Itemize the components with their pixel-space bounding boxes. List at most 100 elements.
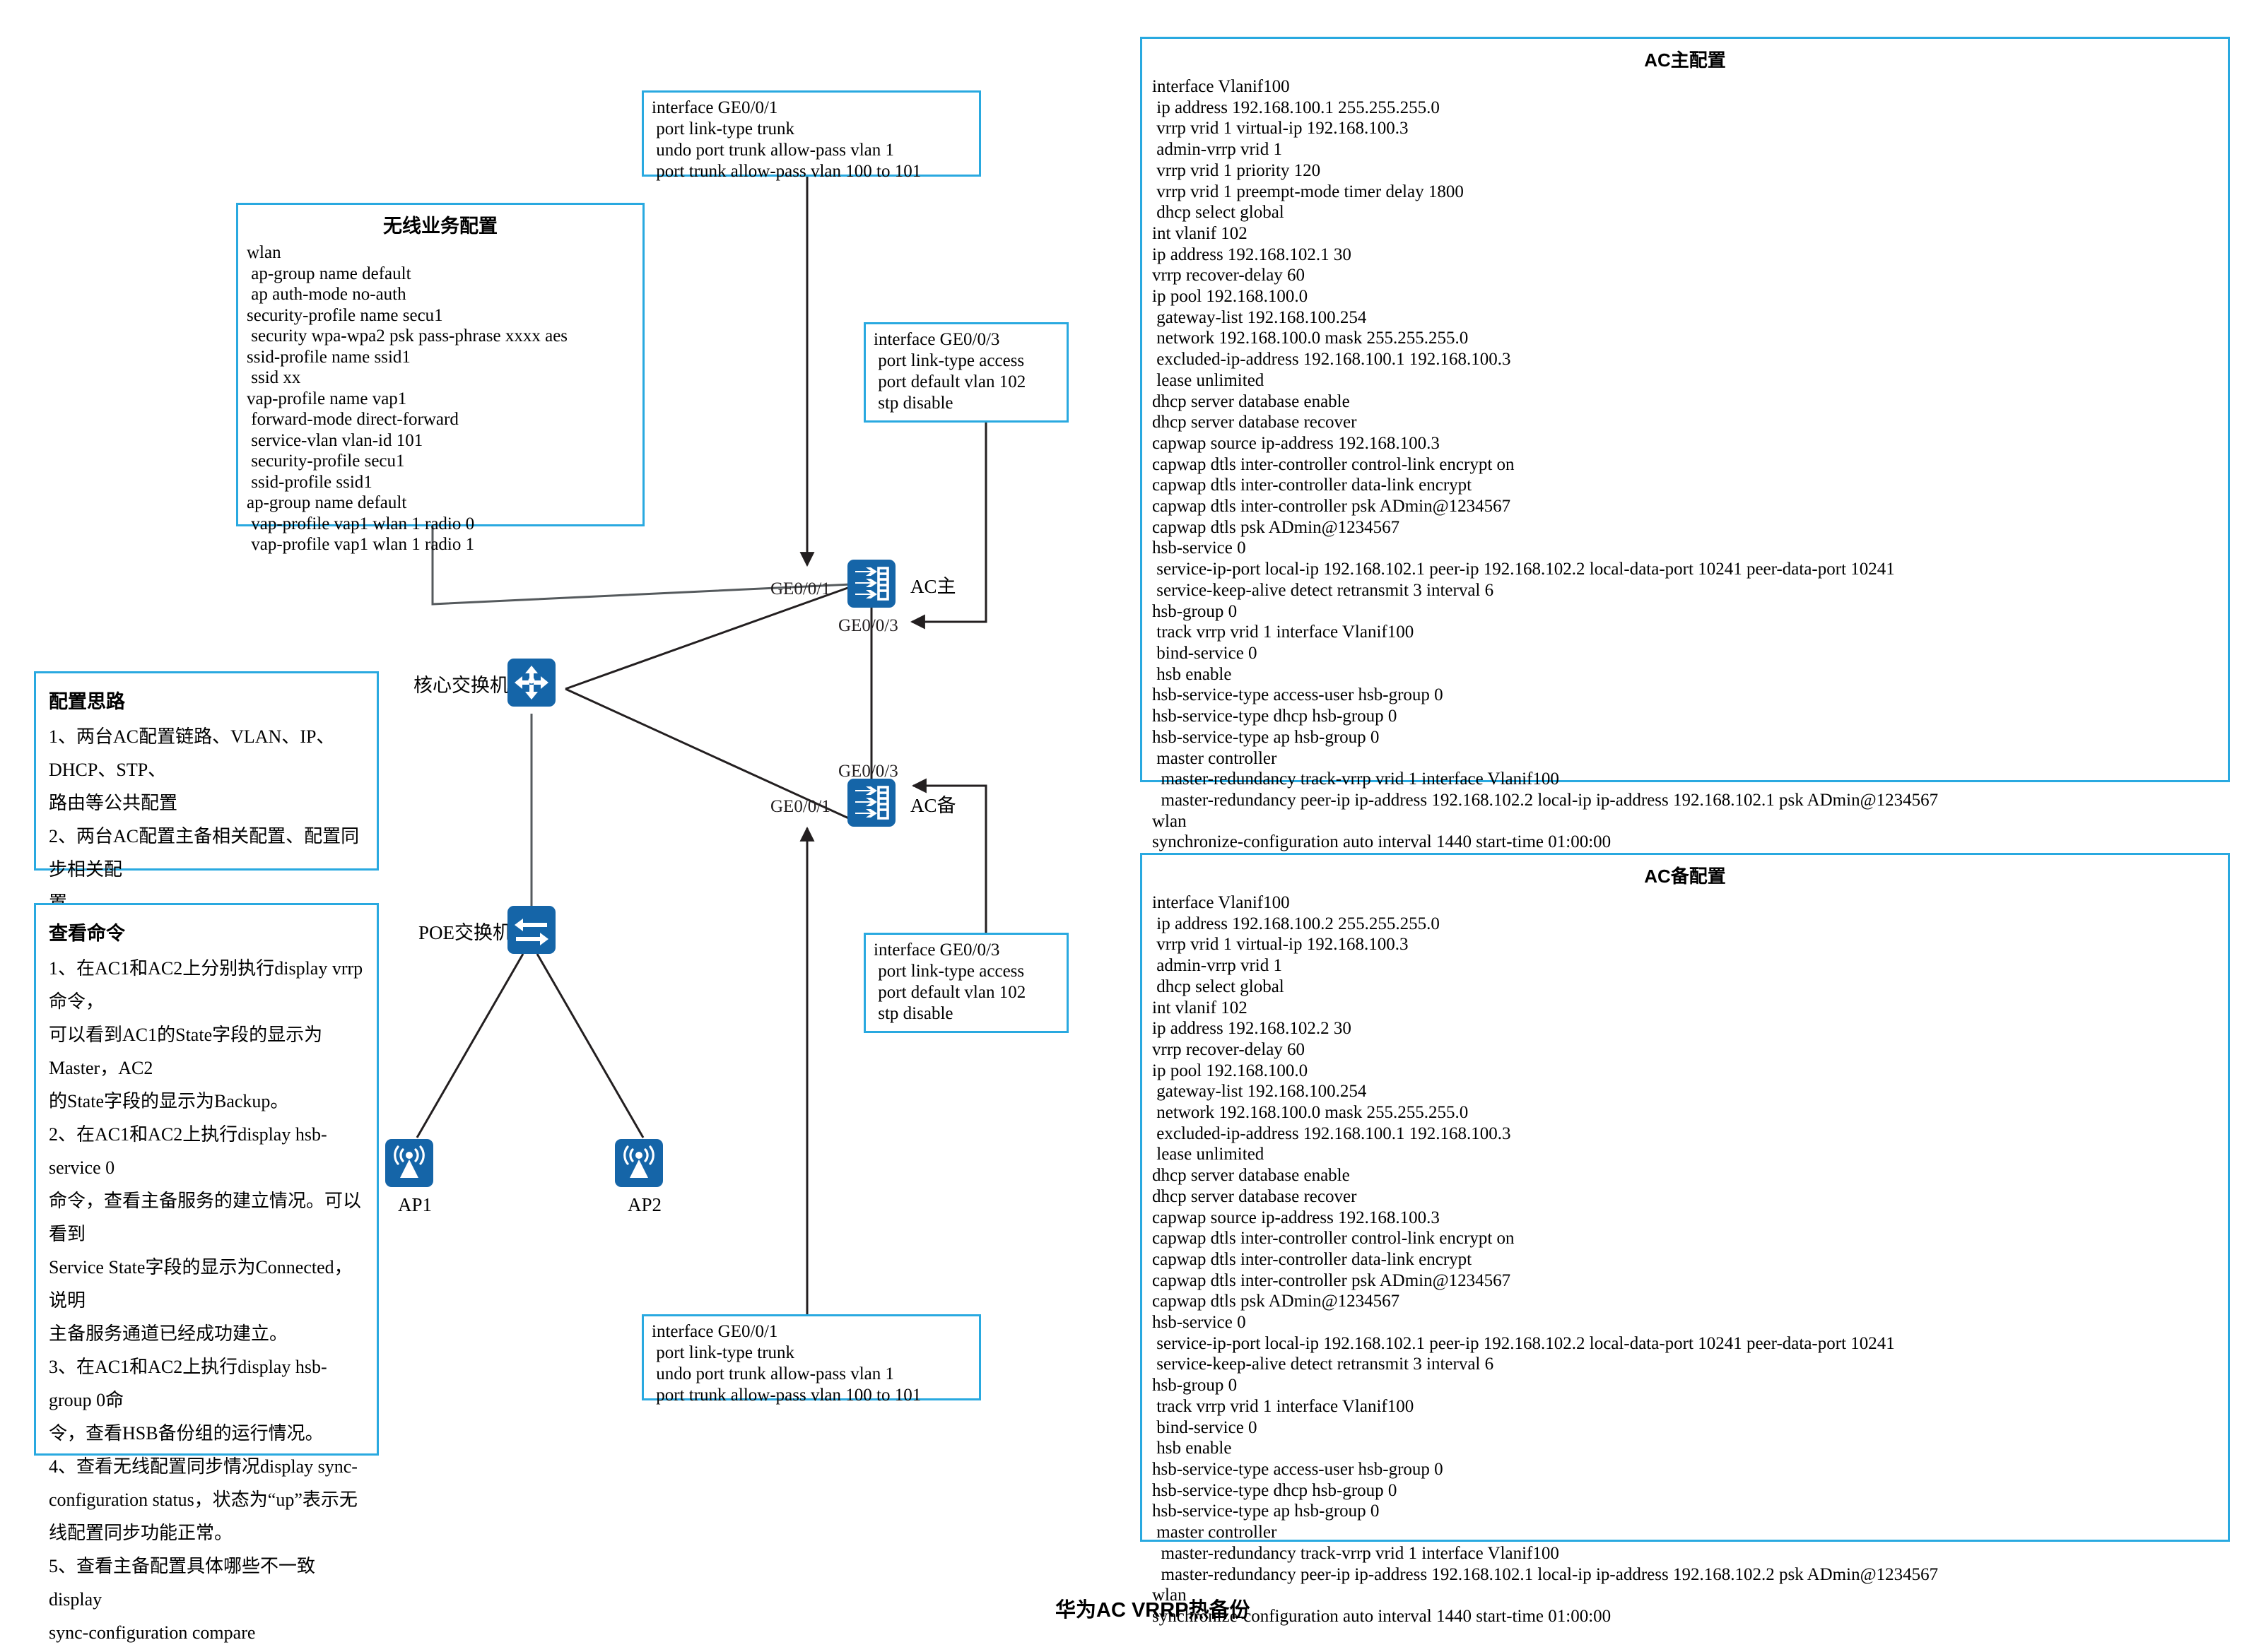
- access-point-icon: [385, 1139, 433, 1187]
- config-line: forward-mode direct-forward: [247, 410, 459, 429]
- config-line: dhcp server database recover: [1152, 413, 1357, 432]
- note-line: 主备服务通道已经成功建立。: [49, 1323, 288, 1344]
- config-line: service-vlan vlan-id 101: [247, 430, 423, 450]
- device-poe-switch[interactable]: [507, 906, 556, 957]
- view-commands-panel: 查看命令 1、在AC1和AC2上分别执行display vrrp命令， 可以看到A…: [34, 903, 379, 1643]
- ac-master-config-title: AC主配置: [1644, 49, 1726, 71]
- wlan-service-config-title: 无线业务配置: [383, 216, 498, 237]
- config-line: capwap source ip-address 192.168.100.3: [1152, 433, 1440, 453]
- config-line: port trunk allow-pass vlan 100 to 101: [652, 1386, 922, 1405]
- config-line: stp disable: [874, 1004, 953, 1023]
- config-line: dhcp server database enable: [1152, 1166, 1350, 1186]
- config-line: excluded-ip-address 192.168.100.1 192.16…: [1152, 1123, 1511, 1143]
- diagram-footer-title: 华为AC VRRP热备份: [1055, 1599, 1250, 1622]
- config-line: hsb-service-type access-user hsb-group 0: [1152, 685, 1443, 705]
- note-line: 路由等公共配置: [49, 793, 178, 813]
- config-line: interface GE0/0/1: [652, 1322, 778, 1341]
- config-line: capwap dtls psk ADmin@1234567: [1152, 517, 1400, 537]
- config-line: ip pool 192.168.100.0: [1152, 1061, 1308, 1080]
- config-approach-title: 配置思路: [49, 691, 125, 712]
- config-line: hsb-service-type access-user hsb-group 0: [1152, 1459, 1443, 1479]
- device-ap2[interactable]: [615, 1139, 663, 1191]
- config-line: interface GE0/0/3: [874, 940, 1000, 960]
- config-line: interface GE0/0/1: [652, 98, 778, 117]
- config-line: service-keep-alive detect retransmit 3 i…: [1152, 580, 1494, 600]
- device-ac-master-label: AC主: [910, 576, 956, 597]
- config-line: ssid-profile ssid1: [247, 472, 372, 492]
- config-line: network 192.168.100.0 mask 255.255.255.0: [1152, 329, 1469, 348]
- view-commands-title: 查看命令: [49, 923, 125, 944]
- config-line: track vrrp vrid 1 interface Vlanif100: [1152, 623, 1414, 642]
- config-line: vrrp recover-delay 60: [1152, 1039, 1305, 1059]
- ac-backup-config-panel: AC备配置 interface Vlanif100 ip address 192…: [1140, 853, 2230, 1626]
- note-line: 可以看到AC1的State字段的显示为Master，AC2: [49, 1025, 323, 1078]
- config-line: ap-group name default: [247, 264, 411, 283]
- config-line: capwap dtls inter-controller psk ADmin@1…: [1152, 497, 1511, 517]
- config-line: network 192.168.100.0 mask 255.255.255.0: [1152, 1103, 1469, 1123]
- config-line: ip address 192.168.102.2 30: [1152, 1019, 1351, 1039]
- config-line: capwap dtls inter-controller data-link e…: [1152, 476, 1472, 495]
- device-ap1[interactable]: [385, 1139, 433, 1191]
- config-line: admin-vrrp vrid 1: [1152, 956, 1282, 976]
- config-line: ip address 192.168.100.1 255.255.255.0: [1152, 98, 1440, 117]
- device-ac-backup[interactable]: [847, 779, 896, 830]
- device-ap2-label: AP2: [628, 1194, 662, 1215]
- config-line: hsb-group 0: [1152, 1376, 1238, 1396]
- config-line: master-redundancy track-vrrp vrid 1 inte…: [1152, 1543, 1559, 1563]
- note-line: 1、在AC1和AC2上分别执行display vrrp命令，: [49, 958, 363, 1012]
- note-line: 2、在AC1和AC2上执行display hsb-service 0: [49, 1124, 327, 1178]
- wlan-service-config-panel: 无线业务配置 wlan ap-group name default ap aut…: [236, 203, 645, 554]
- wireless-controller-icon: [847, 779, 896, 827]
- config-line: security-profile name secu1: [247, 305, 443, 325]
- config-line: port link-type trunk: [652, 119, 795, 138]
- config-line: int vlanif 102: [1152, 998, 1248, 1017]
- config-line: track vrrp vrid 1 interface Vlanif100: [1152, 1396, 1414, 1416]
- interface-ge0-0-3-top-panel: interface GE0/0/3 port link-type access …: [864, 322, 1069, 423]
- config-line: port link-type access: [874, 351, 1025, 370]
- config-line: capwap dtls inter-controller psk ADmin@1…: [1152, 1270, 1511, 1290]
- config-line: hsb-service-type ap hsb-group 0: [1152, 1501, 1380, 1521]
- config-line: dhcp select global: [1152, 977, 1284, 996]
- config-line: capwap dtls inter-controller control-lin…: [1152, 1229, 1515, 1249]
- device-core-switch[interactable]: [507, 659, 556, 710]
- access-point-icon: [615, 1139, 663, 1187]
- config-line: hsb-service-type dhcp hsb-group 0: [1152, 1480, 1397, 1500]
- config-line: lease unlimited: [1152, 370, 1264, 390]
- config-line: master-redundancy peer-ip ip-address 192…: [1152, 1564, 1939, 1584]
- note-line: 2、两台AC配置主备相关配置、配置同步相关配: [49, 826, 360, 880]
- config-line: vap-profile name vap1: [247, 389, 407, 408]
- config-line: interface GE0/0/3: [874, 330, 1000, 349]
- config-line: vrrp vrid 1 virtual-ip 192.168.100.3: [1152, 935, 1409, 955]
- device-ac-backup-label: AC备: [910, 795, 956, 816]
- config-line: stp disable: [874, 394, 953, 413]
- link-core-to-ac-master: [565, 585, 852, 690]
- device-ac-master[interactable]: [847, 560, 896, 611]
- config-line: wlan: [1152, 811, 1187, 831]
- config-line: capwap dtls psk ADmin@1234567: [1152, 1292, 1400, 1311]
- switch-multidirection-icon: [507, 659, 556, 707]
- config-line: int vlanif 102: [1152, 223, 1248, 243]
- config-line: master controller: [1152, 1523, 1277, 1542]
- config-line: capwap source ip-address 192.168.100.3: [1152, 1208, 1440, 1227]
- note-line: 线配置同步功能正常。: [49, 1523, 233, 1543]
- config-line: port default vlan 102: [874, 372, 1026, 391]
- config-line: gateway-list 192.168.100.254: [1152, 1082, 1367, 1102]
- config-line: port trunk allow-pass vlan 100 to 101: [652, 162, 922, 181]
- port-label-ac-backup-ge0-0-3: GE0/0/3: [838, 762, 898, 781]
- config-line: service-ip-port local-ip 192.168.102.1 p…: [1152, 1333, 1895, 1353]
- config-line: interface Vlanif100: [1152, 893, 1290, 912]
- config-line: security wpa-wpa2 psk pass-phrase xxxx a…: [247, 326, 568, 346]
- interface-ge0-0-1-bottom-body: interface GE0/0/1 port link-type trunk u…: [652, 1321, 971, 1406]
- port-label-ac-master-ge0-0-3: GE0/0/3: [838, 616, 898, 635]
- config-line: port default vlan 102: [874, 983, 1026, 1002]
- config-line: hsb-service 0: [1152, 538, 1246, 558]
- config-line: service-ip-port local-ip 192.168.102.1 p…: [1152, 560, 1895, 579]
- config-line: bind-service 0: [1152, 643, 1257, 663]
- config-line: ap auth-mode no-auth: [247, 285, 406, 304]
- ac-master-config-panel: AC主配置 interface Vlanif100 ip address 192…: [1140, 37, 2230, 851]
- config-line: ip pool 192.168.100.0: [1152, 287, 1308, 307]
- config-line: port link-type access: [874, 962, 1025, 981]
- config-line: vap-profile vap1 wlan 1 radio 0: [247, 514, 475, 533]
- note-line: Service State字段的显示为Connected，说明: [49, 1257, 353, 1311]
- note-line: 命令，查看主备服务的建立情况。可以看到: [49, 1191, 362, 1244]
